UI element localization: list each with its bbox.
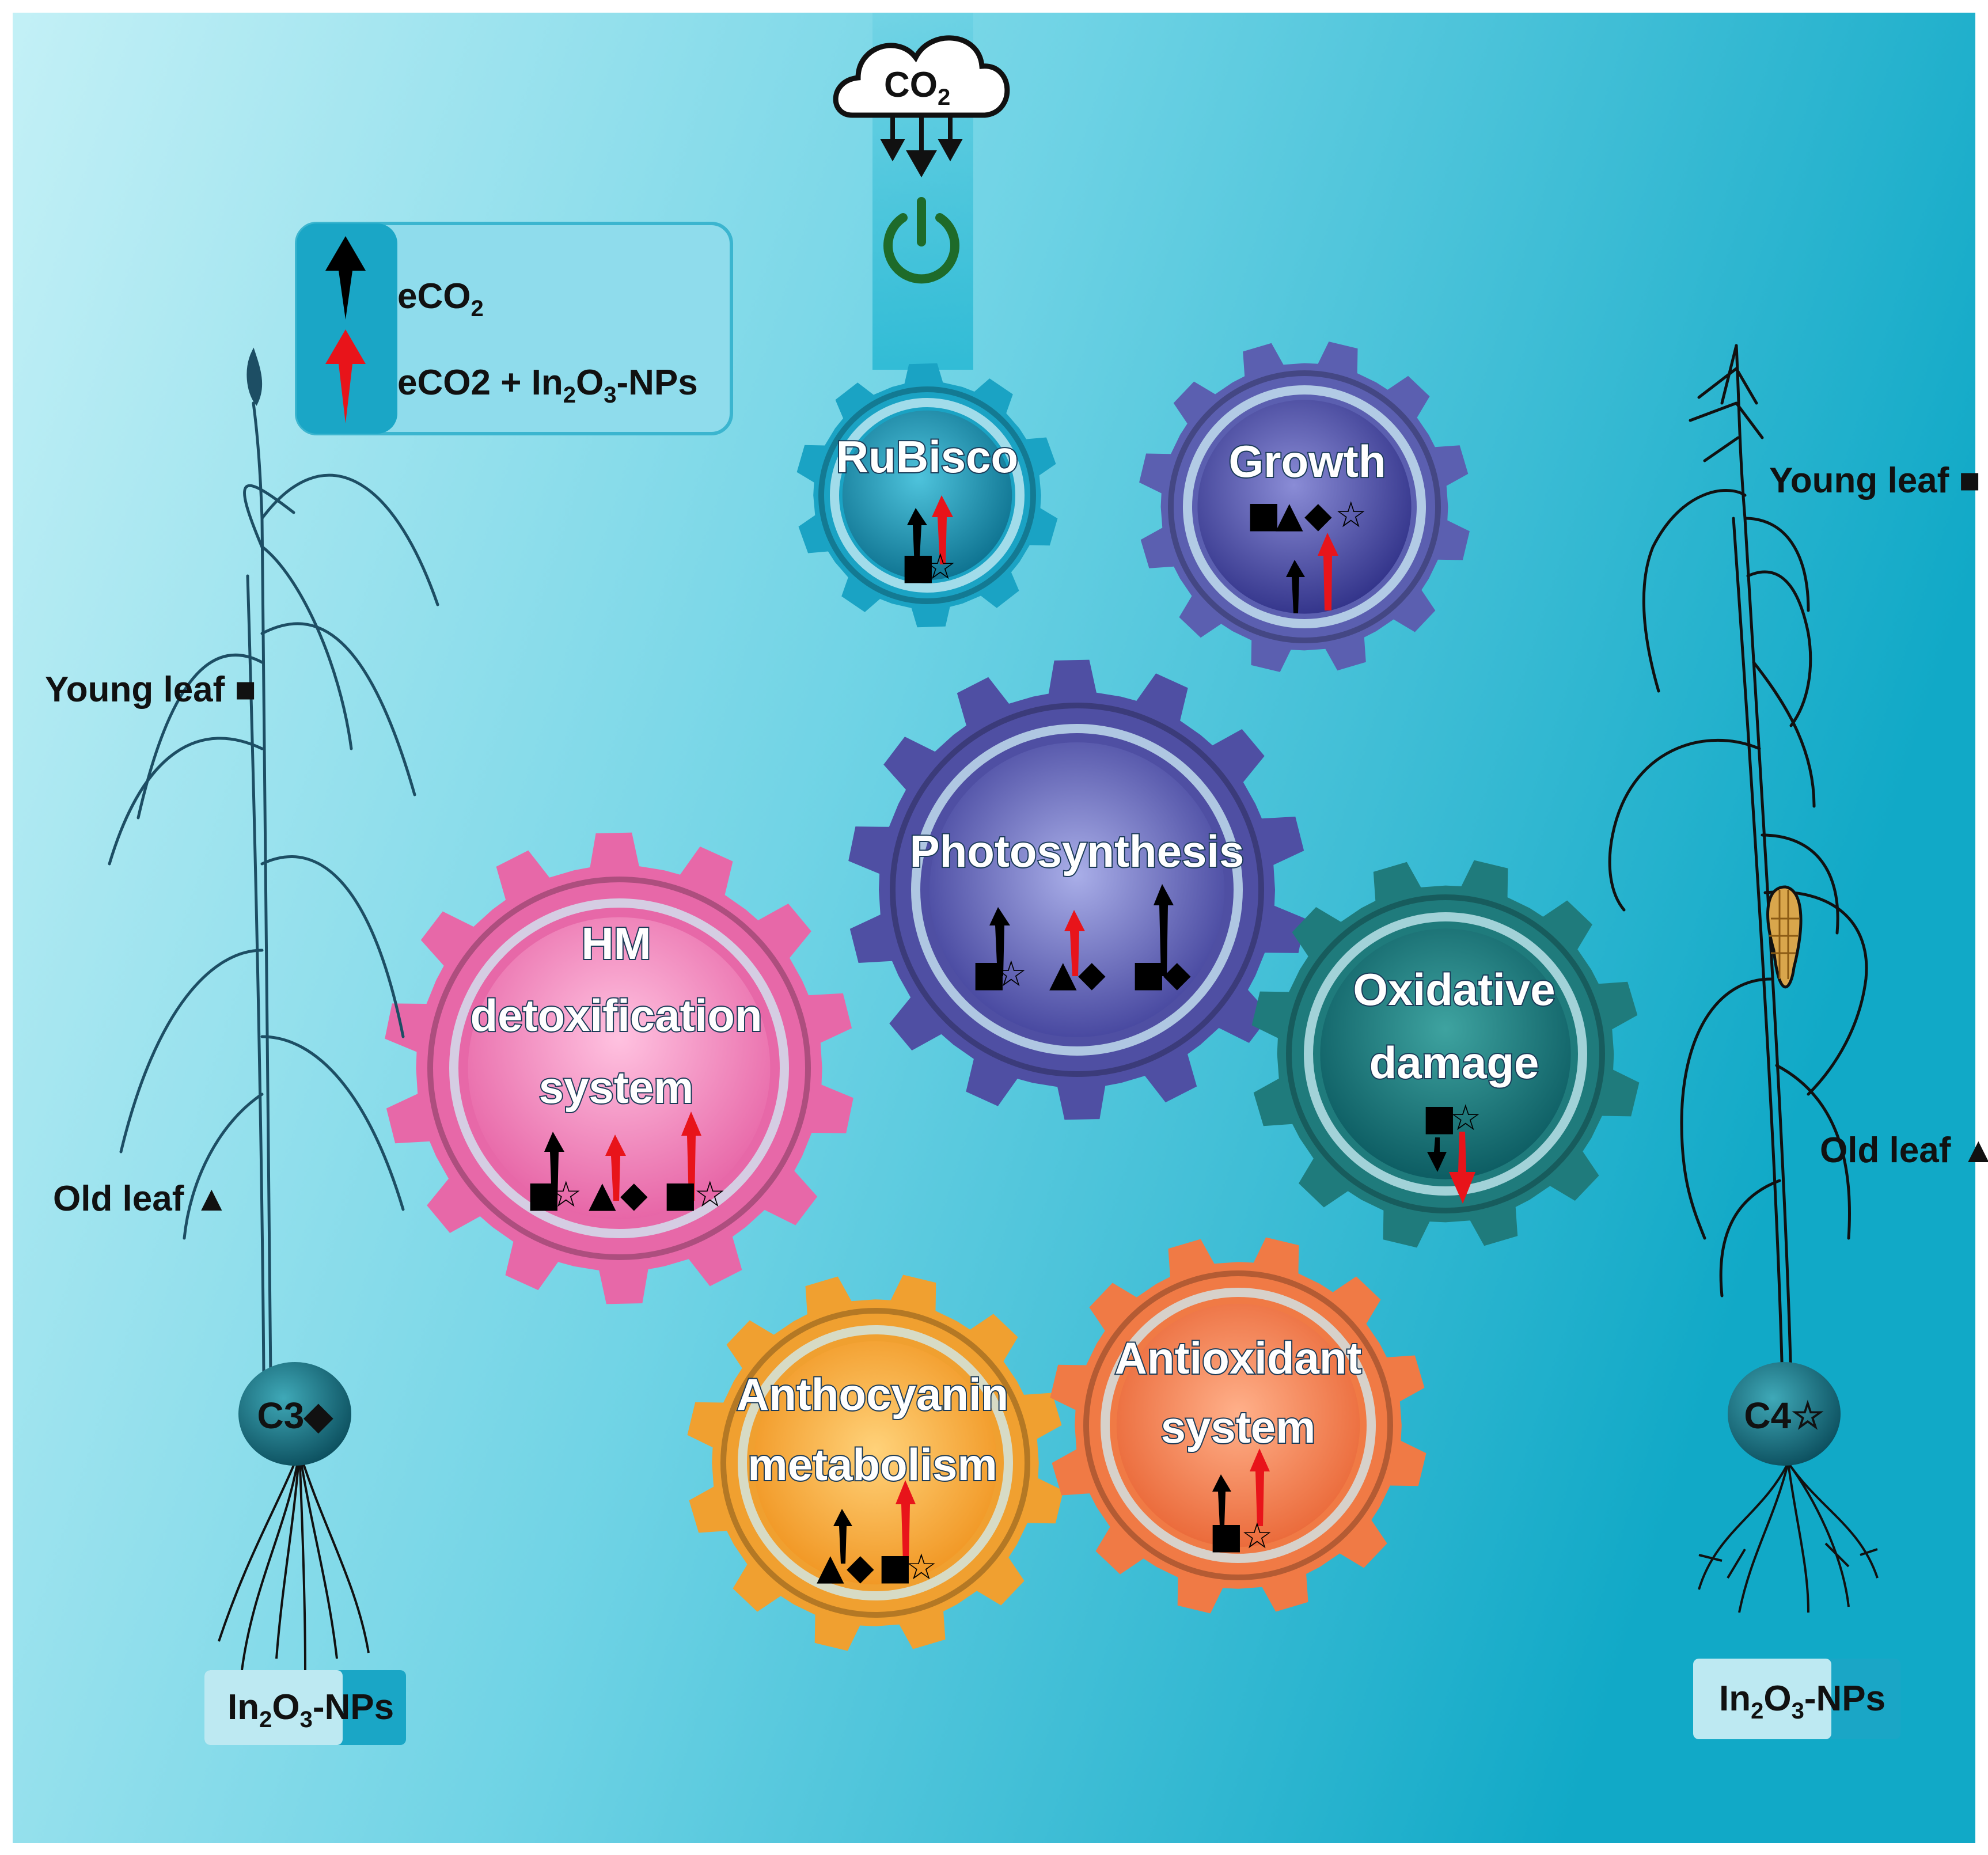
gear-anthocyanin-body-rim (738, 1325, 1013, 1600)
growth-symbol-diamond: ◆ (1304, 494, 1332, 536)
hm-g1-star: ☆ (550, 1173, 582, 1215)
antioxidant-symbol-square: ■ (1209, 1515, 1243, 1557)
gear-anthocyanin-body (687, 1274, 1064, 1651)
gears-layer (385, 342, 1640, 1651)
hm-g3-star: ☆ (694, 1173, 726, 1215)
gear-anthocyanin: Anthocyanin metabolism ▲ ◆ ■ ☆ (735, 1368, 1010, 1588)
left-plant-c3 (108, 347, 439, 1378)
cloud-icon (833, 35, 1010, 118)
hm-g2-diamond: ◆ (620, 1173, 648, 1215)
gear-growth-label: Growth (1229, 436, 1386, 487)
left-bulb-label: C3◆ (257, 1395, 333, 1436)
corn-cob-icon (1766, 885, 1803, 989)
gear-growth-body (1139, 342, 1470, 672)
photosynthesis-arrows (989, 884, 1174, 976)
gear-photosynthesis-label: Photosynthesis (910, 826, 1245, 877)
right-young-leaf-label: Young leaf ■ (1769, 461, 1981, 500)
left-np-label: In2O3-NPs (227, 1687, 394, 1732)
growth-symbol-square: ■ (1247, 494, 1281, 536)
oxidative-symbol-square: ■ (1422, 1097, 1456, 1139)
anthocyanin-g2-star: ☆ (905, 1546, 938, 1588)
gear-antioxidant-label-line1: Antioxidant (1115, 1333, 1362, 1383)
gear-anthocyanin-label-line1: Anthocyanin (737, 1369, 1008, 1420)
right-np-label: In2O3-NPs (1719, 1679, 1885, 1724)
anthocyanin-arrows (833, 1480, 916, 1564)
gear-oxidative: Oxidative damage ■ ☆ (1352, 963, 1557, 1204)
left-np-box: In2O3-NPs (204, 1670, 406, 1745)
co2-label: CO2 (884, 65, 950, 110)
hm-g3-square: ■ (663, 1173, 697, 1215)
oxidative-symbol-star: ☆ (1450, 1097, 1482, 1139)
legend-black-arrow-icon (325, 236, 366, 320)
photosynthesis-g1-square: ■ (972, 953, 1006, 995)
left-young-leaf-label: Young leaf ■ (45, 670, 256, 710)
right-plant-c4 (1608, 344, 1868, 1384)
rubisco-symbol-square: ■ (901, 545, 935, 587)
gear-oxidative-body-rim (1304, 912, 1587, 1196)
gear-rubisco-body-rim (830, 398, 1025, 593)
gear-antioxidant-body (1050, 1237, 1426, 1614)
antioxidant-symbol-star: ☆ (1241, 1515, 1273, 1557)
gear-antioxidant-body-rim (1101, 1288, 1376, 1563)
right-bulb: C4☆ (1728, 1362, 1841, 1466)
gear-hm-label-line2: detoxification (470, 990, 762, 1041)
gear-oxidative-label-line2: damage (1369, 1037, 1539, 1088)
gear-rubisco-body (796, 363, 1058, 628)
gear-rubisco-body-core (842, 410, 1012, 581)
left-bulb: C3◆ (238, 1362, 351, 1466)
anthocyanin-g2-square: ■ (878, 1546, 912, 1588)
photosynthesis-g3-diamond: ◆ (1163, 953, 1191, 995)
gear-oxidative-body (1251, 860, 1640, 1248)
legend-box: eCO2 eCO2 + In2O3-NPs (295, 222, 733, 435)
gear-growth: Growth ■ ▲ ◆ ☆ (1228, 435, 1387, 613)
gear-growth-body-core (1197, 400, 1412, 614)
photosynthesis-g3-square: ■ (1132, 953, 1166, 995)
legend-eco2-label: eCO2 (397, 276, 484, 321)
co2-cloud: CO2 (833, 35, 1010, 284)
gear-rubisco: RuBisco ■ ☆ (835, 430, 1019, 587)
power-icon (883, 197, 959, 284)
hm-g1-square: ■ (527, 1173, 561, 1215)
anthocyanin-g1-diamond: ◆ (847, 1546, 874, 1588)
gear-hm-body (385, 832, 853, 1304)
hm-arrows (544, 1112, 701, 1201)
growth-symbol-star: ☆ (1335, 494, 1367, 536)
gear-anthocyanin-body-core (753, 1341, 997, 1585)
right-old-leaf-label: Old leaf ▲ (1820, 1131, 1988, 1170)
growth-arrows (1286, 533, 1338, 613)
gear-oxidative-label-line1: Oxidative (1353, 964, 1555, 1015)
antioxidant-arrows (1212, 1448, 1270, 1526)
gear-hm: HM detoxification system ■ ☆ ▲ ◆ ■ ☆ (469, 917, 763, 1215)
left-plant-roots (218, 1451, 370, 1671)
anthocyanin-g1-triangle: ▲ (817, 1546, 844, 1588)
legend-eco2-np-label: eCO2 + In2O3-NPs (397, 363, 698, 408)
photosynthesis-g1-star: ☆ (995, 953, 1027, 995)
gear-hm-body-rim (449, 898, 789, 1238)
co2-down-arrows (880, 115, 963, 178)
gear-photosynthesis: Photosynthesis ■ ☆ ▲ ◆ ■ ◆ (909, 825, 1246, 995)
oxidative-down-arrows (1427, 1132, 1475, 1204)
right-bulb-label: C4☆ (1744, 1395, 1824, 1436)
gear-hm-label-line3: system (539, 1062, 694, 1113)
left-old-leaf-label: Old leaf ▲ (53, 1179, 229, 1219)
rubisco-symbol-star: ☆ (924, 545, 957, 587)
right-np-box: In2O3-NPs (1693, 1659, 1900, 1739)
photosynthesis-g2-triangle: ▲ (1049, 953, 1077, 995)
gear-rubisco-label: RuBisco (836, 431, 1018, 482)
hm-g2-triangle: ▲ (589, 1173, 616, 1215)
gear-antioxidant: Antioxidant system ■ ☆ (1114, 1331, 1363, 1557)
photosynthesis-g2-diamond: ◆ (1078, 953, 1106, 995)
gear-hm-label-line1: HM (581, 918, 651, 969)
legend-red-arrow-icon (325, 329, 366, 423)
growth-symbol-triangle: ▲ (1276, 494, 1303, 536)
gear-photosynthesis-body-rim (911, 724, 1243, 1056)
gear-anthocyanin-label-line2: metabolism (748, 1439, 997, 1490)
gear-growth-body-rim (1183, 385, 1426, 628)
gear-antioxidant-label-line2: system (1161, 1402, 1316, 1452)
rubisco-arrows (907, 495, 953, 567)
gear-antioxidant-body-core (1116, 1303, 1360, 1547)
right-plant-roots (1698, 1462, 1879, 1613)
gear-oxidative-body-core (1320, 928, 1571, 1179)
